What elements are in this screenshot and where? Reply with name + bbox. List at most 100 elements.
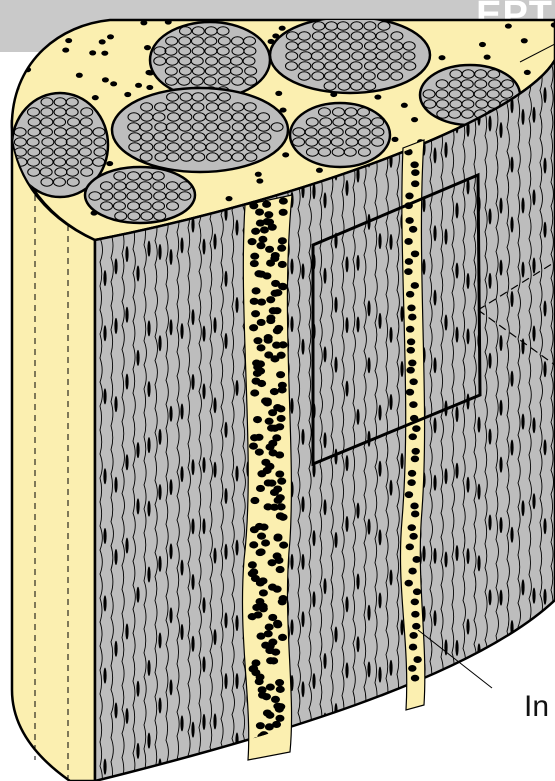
tenocyte-nucleus: [455, 706, 458, 722]
tenocyte-nucleus: [103, 388, 106, 404]
nucleus-dot: [256, 242, 265, 249]
tenocyte-nucleus: [323, 346, 326, 362]
tenocyte-nucleus: [290, 259, 293, 275]
tenocyte-nucleus: [510, 157, 513, 173]
tenocyte-nucleus: [125, 307, 128, 323]
nucleus-dot: [406, 326, 414, 333]
tenocyte-nucleus: [301, 496, 304, 512]
tenocyte-nucleus: [510, 710, 513, 726]
nucleus-dot: [124, 92, 131, 97]
tenocyte-nucleus: [312, 742, 315, 758]
nucleus-dot: [274, 497, 283, 504]
nucleus-dot: [252, 360, 261, 367]
tenocyte-nucleus: [213, 629, 216, 645]
nucleus-dot: [409, 433, 417, 440]
nucleus-dot: [411, 180, 419, 187]
tenocyte-nucleus: [378, 667, 381, 683]
tenocyte-nucleus: [323, 653, 326, 669]
tenocyte-nucleus: [191, 722, 194, 738]
nucleus-dot: [411, 675, 419, 682]
nucleus-dot: [406, 367, 414, 374]
tenocyte-nucleus: [180, 237, 183, 253]
tenocyte-nucleus: [389, 570, 392, 586]
nucleus-dot: [278, 237, 287, 244]
nucleus-dot: [412, 623, 420, 630]
tenocyte-nucleus: [213, 462, 216, 478]
tenocyte-nucleus: [488, 589, 491, 605]
nucleus-dot: [409, 533, 417, 540]
tenocyte-nucleus: [521, 733, 524, 749]
tenocyte-nucleus: [147, 381, 150, 397]
nucleus-dot: [253, 337, 262, 344]
tenocyte-nucleus: [158, 556, 161, 572]
tenocyte-nucleus: [345, 596, 348, 612]
nucleus-dot: [413, 588, 421, 595]
tenocyte-nucleus: [202, 239, 205, 255]
tenocyte-nucleus: [103, 270, 106, 286]
tenocyte-nucleus: [224, 422, 227, 438]
tenocyte-nucleus: [433, 610, 436, 626]
nucleus-dot: [407, 347, 415, 354]
tenocyte-nucleus: [488, 514, 491, 530]
tenocyte-nucleus: [356, 409, 359, 425]
tenocyte-nucleus: [169, 607, 172, 623]
tenocyte-nucleus: [301, 263, 304, 279]
nucleus-dot: [279, 514, 288, 521]
nucleus-dot: [270, 388, 279, 395]
tenocyte-nucleus: [378, 529, 381, 545]
nucleus-dot: [408, 470, 416, 477]
tenocyte-nucleus: [367, 431, 370, 447]
nucleus-dot: [257, 533, 266, 540]
tenocyte-nucleus: [136, 265, 139, 281]
nucleus-dot: [411, 511, 419, 518]
nucleus-dot: [412, 425, 420, 432]
tenocyte-nucleus: [235, 732, 238, 748]
tenocyte-nucleus: [103, 325, 106, 341]
nucleus-dot: [262, 272, 271, 279]
tenocyte-nucleus: [169, 249, 172, 265]
nucleus-dot: [411, 455, 419, 462]
nucleus-dot: [252, 604, 261, 611]
nucleus-dot: [250, 497, 259, 504]
nucleus-dot: [410, 503, 418, 510]
tenocyte-nucleus: [169, 543, 172, 559]
nucleus-dot: [407, 338, 415, 345]
nucleus-dot: [264, 337, 273, 344]
tenocyte-nucleus: [147, 733, 150, 749]
nucleus-dot: [249, 202, 258, 209]
nucleus-dot: [256, 579, 265, 586]
nucleus-dot: [406, 543, 414, 550]
nucleus-dot: [255, 209, 264, 216]
tenocyte-nucleus: [356, 636, 359, 652]
tenocyte-nucleus: [499, 122, 502, 138]
tenocyte-nucleus: [290, 619, 293, 635]
tenocyte-nucleus: [532, 747, 535, 763]
nucleus-dot: [408, 524, 416, 531]
nucleus-dot: [277, 245, 286, 252]
tenocyte-nucleus: [213, 713, 216, 729]
nucleus-dot: [62, 19, 69, 24]
nucleus-dot: [249, 568, 258, 575]
tenocyte-nucleus: [114, 702, 117, 718]
nucleus-dot: [479, 42, 486, 47]
tenocyte-nucleus: [356, 316, 359, 332]
nucleus-dot: [439, 55, 446, 60]
tenocyte-nucleus: [169, 679, 172, 695]
tenocyte-nucleus: [114, 549, 117, 565]
nucleus-dot: [271, 252, 280, 259]
nucleus-dot: [253, 416, 262, 423]
tenocyte-nucleus: [477, 484, 480, 500]
tenocyte-nucleus: [444, 142, 447, 158]
tenocyte-nucleus: [521, 670, 524, 686]
tenocyte-nucleus: [147, 501, 150, 517]
tenocyte-nucleus: [345, 662, 348, 678]
tenocyte-nucleus: [103, 468, 106, 484]
tenocyte-nucleus: [532, 493, 535, 509]
nucleus-dot: [408, 314, 416, 321]
nucleus-dot: [258, 236, 267, 243]
nucleus-dot: [19, 47, 26, 52]
nucleus-dot: [261, 397, 270, 404]
nucleus-dot: [260, 226, 269, 233]
nucleus-dot: [276, 566, 285, 573]
